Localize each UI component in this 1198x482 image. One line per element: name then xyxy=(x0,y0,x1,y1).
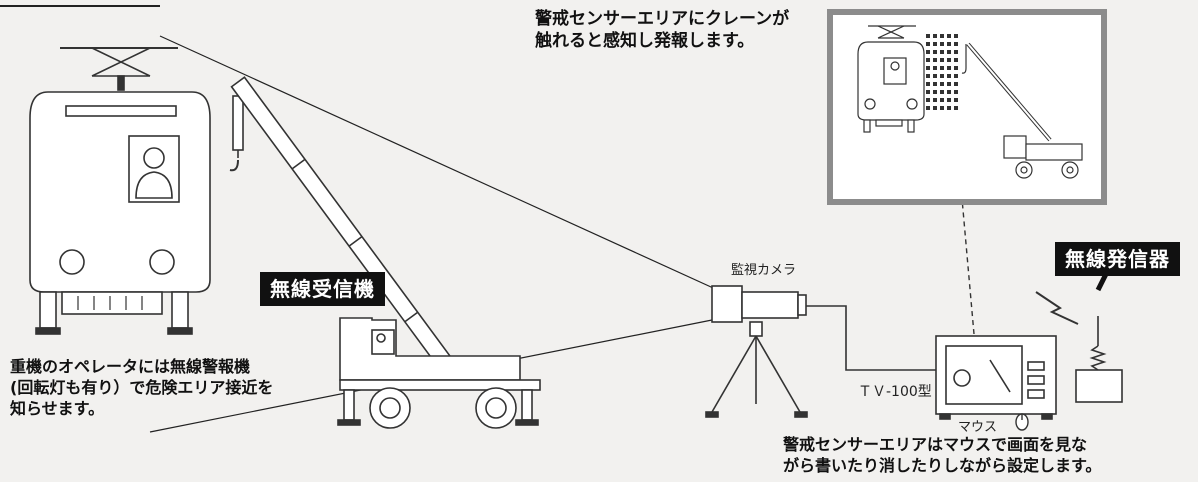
sensor-dot xyxy=(933,42,937,46)
sensor-dot xyxy=(926,98,930,102)
sensor-dot xyxy=(940,106,944,110)
sensor-dot xyxy=(940,82,944,86)
sensor-dot xyxy=(933,90,937,94)
sensor-dot xyxy=(926,106,930,110)
tv-monitor xyxy=(935,335,1057,420)
sensor-dot xyxy=(954,74,958,78)
sensor-dot xyxy=(940,98,944,102)
sensor-dot xyxy=(933,34,937,38)
sensor-dot xyxy=(926,58,930,62)
sensor-dot xyxy=(933,106,937,110)
sensor-dot xyxy=(947,98,951,102)
sensor-dot xyxy=(954,82,958,86)
sensor-dot xyxy=(926,42,930,46)
sensor-dot xyxy=(947,50,951,54)
sensor-dot xyxy=(947,106,951,110)
camera-cable xyxy=(806,305,936,371)
sensor-dot xyxy=(940,58,944,62)
sensor-dot xyxy=(933,66,937,70)
sensor-dot xyxy=(947,34,951,38)
sensor-dot xyxy=(933,98,937,102)
crane-illustration xyxy=(229,76,541,429)
sensor-dot xyxy=(954,50,958,54)
sensor-dot xyxy=(926,50,930,54)
surveillance-camera xyxy=(705,285,808,418)
sensor-dot xyxy=(954,34,958,38)
sensor-dot xyxy=(947,82,951,86)
mouse-label: マウス xyxy=(958,420,998,435)
sensor-dot xyxy=(947,58,951,62)
sensor-area-grid xyxy=(926,34,958,110)
sensor-dot xyxy=(926,82,930,86)
signal-icon xyxy=(1035,291,1079,325)
sensor-dot xyxy=(933,58,937,62)
sensor-dot xyxy=(940,50,944,54)
sensor-dot xyxy=(933,50,937,54)
wireless-transmitter xyxy=(1075,268,1123,403)
sensor-dot xyxy=(954,106,958,110)
sensor-dot xyxy=(954,42,958,46)
sensor-touch-caption: 警戒センサーエリアにクレーンが 触れると感知し発報します。 xyxy=(535,9,790,51)
monitor-screen-inset xyxy=(827,9,1107,205)
sensor-dot xyxy=(940,66,944,70)
sensor-dot xyxy=(947,90,951,94)
sensor-dot xyxy=(940,90,944,94)
sensor-dot xyxy=(954,98,958,102)
operator-alert-caption: 重機のオペレータには無線警報機 (回転灯も有り）で危険エリア接近を 知らせます。 xyxy=(10,357,274,418)
wireless-receiver-badge: 無線受信機 xyxy=(260,272,385,306)
sensor-dot xyxy=(947,42,951,46)
mouse-icon xyxy=(1015,413,1029,431)
sensor-dot xyxy=(940,42,944,46)
wireless-transmitter-badge: 無線発信器 xyxy=(1055,242,1180,276)
sensor-dot xyxy=(954,66,958,70)
train-illustration xyxy=(29,47,211,335)
camera-label: 監視カメラ xyxy=(731,263,797,278)
area-setting-caption: 警戒センサーエリアはマウスで画面を見な がら書いたり消したりしながら設定します。 xyxy=(783,435,1102,475)
sensor-dot xyxy=(954,58,958,62)
sensor-dot xyxy=(933,74,937,78)
sensor-dot xyxy=(926,74,930,78)
sensor-dot xyxy=(940,74,944,78)
sensor-dot xyxy=(947,74,951,78)
monitor-model-label: ＴＶ-100型 xyxy=(858,384,932,400)
sensor-dot xyxy=(940,34,944,38)
sensor-dot xyxy=(926,34,930,38)
sensor-dot xyxy=(926,66,930,70)
sensor-dot xyxy=(926,90,930,94)
sensor-dot xyxy=(933,82,937,86)
sensor-dot xyxy=(954,90,958,94)
sensor-dot xyxy=(947,66,951,70)
